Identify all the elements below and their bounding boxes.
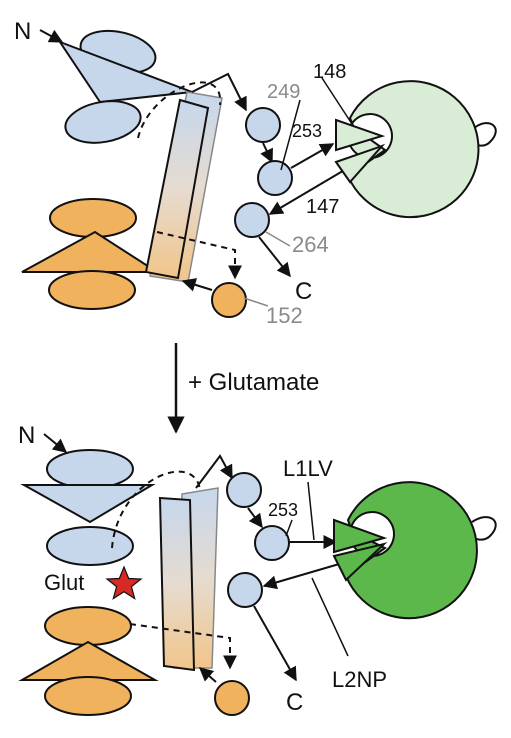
residue-circle-253-active — [254, 525, 290, 561]
pointer-l2np — [311, 577, 349, 657]
n-terminus-label: N — [14, 18, 31, 45]
arrow-253-to-domain — [290, 143, 335, 169]
c-terminus-label-active: C — [286, 689, 303, 716]
residue-circle-152 — [211, 282, 247, 318]
residue-circle-upper-active — [226, 472, 262, 508]
orange-lobe-triangle — [21, 230, 161, 273]
residue-label-253-active: 253 — [268, 500, 298, 520]
pointer-l1lv — [307, 481, 315, 541]
pointer-152 — [243, 297, 269, 307]
blue-lobe-ellipse-upper-active — [46, 449, 134, 489]
glutamate-star-icon — [105, 565, 143, 600]
residue-circle-253 — [257, 160, 293, 196]
residue-label-147: 147 — [306, 196, 339, 218]
ligand-label-glut: Glut — [44, 570, 84, 595]
linker-to-orange-residue — [198, 667, 217, 683]
dashed-loop-upper — [137, 81, 222, 139]
orange-lobe-ellipse-upper — [49, 198, 137, 238]
residue-circle-orange-active — [214, 680, 250, 716]
orange-lobe-ellipse-lower-active — [44, 676, 132, 716]
top-panel: N 249 148 253 147 264 C 152 — [14, 18, 497, 328]
residue-circle-264 — [234, 202, 270, 238]
domain-wedge-lower — [334, 143, 386, 184]
n-terminus-label-active: N — [18, 422, 35, 449]
domain-wedge-upper-active — [333, 518, 388, 554]
linker-to-249 — [191, 72, 247, 112]
pointer-249 — [280, 99, 301, 171]
pointer-253-active — [285, 519, 293, 537]
residue-label-148: 148 — [313, 61, 346, 83]
pointer-148 — [321, 77, 353, 125]
domain-wedge-upper — [335, 118, 386, 152]
orange-lobe-ellipse-upper-active — [44, 606, 132, 646]
orange-lobe-ellipse-lower — [48, 270, 136, 310]
transition: + Glutamate — [167, 343, 319, 434]
linker-to-upper-residue — [195, 454, 233, 489]
pointer-264 — [265, 231, 291, 247]
orange-lobe-triangle-active — [18, 640, 159, 681]
blue-lobe-triangle — [57, 39, 193, 104]
helix-front-active — [158, 496, 196, 672]
n-terminus-arrow-active — [43, 433, 68, 453]
domain-ring-top — [346, 80, 480, 219]
linker-to-152 — [181, 278, 213, 292]
linker-upper-to-253 — [247, 507, 263, 529]
residue-circle-249 — [245, 107, 281, 143]
c-terminus-label: C — [295, 278, 312, 305]
loop-label-l1lv: L1LV — [283, 456, 333, 481]
loop-label-l2np: L2NP — [332, 667, 387, 692]
arrow-264-to-c — [258, 236, 291, 278]
residue-label-249: 249 — [267, 81, 300, 103]
dashed-loop-upper-active — [111, 470, 201, 549]
dashed-link-lower-active — [129, 623, 237, 670]
domain-inactive — [334, 80, 497, 219]
linker-249-to-253 — [260, 142, 273, 164]
bottom-panel: N L1LV 253 Glut L2NP C — [18, 422, 497, 716]
domain-active — [332, 481, 497, 620]
n-terminus-arrow — [39, 29, 64, 43]
glutamate-label: + Glutamate — [188, 369, 319, 396]
blue-lobe-ellipse-lower — [64, 100, 142, 144]
blue-lobe-triangle-active — [20, 484, 156, 524]
residue-label-264: 264 — [292, 232, 329, 257]
arrow-domain-to-lower-active — [262, 561, 347, 590]
dashed-link-lower — [156, 231, 242, 280]
residue-label-253: 253 — [292, 121, 322, 141]
residue-circle-lower-active — [227, 572, 263, 608]
residue-label-152: 152 — [266, 303, 303, 328]
arrow-lower-to-c-active — [253, 605, 297, 682]
domain-wedge-lower-active — [332, 542, 388, 582]
blue-lobe-ellipse-lower-active — [46, 526, 134, 566]
